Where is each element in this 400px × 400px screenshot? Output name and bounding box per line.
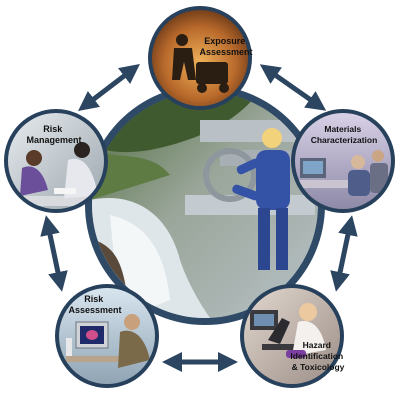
node-risk-assessment: Risk Assessment [55, 284, 159, 388]
node-materials-characterization: Materials Characterization [291, 109, 395, 213]
computer-workstation-icon [66, 314, 150, 368]
worker-with-machine-icon [172, 34, 229, 93]
meeting-people-icon [14, 142, 104, 206]
label-line: Exposure [204, 36, 245, 46]
arrow-exposure-materials [259, 64, 327, 111]
node-label: Materials Characterization [311, 124, 378, 145]
arrow-materials-hazard [330, 215, 358, 292]
label-line: Hazard [303, 340, 331, 350]
node-label: Hazard Identification & Toxicology [290, 340, 345, 372]
scientist-microscope-icon [250, 303, 326, 358]
arrow-riskassessment-riskmanagement [40, 215, 68, 292]
label-line: Assessment [199, 47, 252, 57]
label-line: Identification [290, 351, 343, 361]
node-risk-management: Risk Management [4, 109, 108, 213]
node-label: Risk Assessment [68, 294, 121, 315]
label-line: & Toxicology [292, 362, 345, 372]
label-line: Risk [84, 294, 104, 304]
label-line: Assessment [68, 305, 121, 315]
node-exposure-assessment: Exposure Assessment [148, 6, 253, 110]
node-label: Exposure Assessment [199, 36, 252, 57]
node-label: Risk Management [26, 124, 81, 145]
arrow-riskmanagement-exposure [78, 63, 140, 112]
label-line: Characterization [311, 135, 378, 145]
label-line: Management [26, 135, 81, 145]
label-line: Risk [43, 124, 63, 134]
label-line: Materials [324, 124, 361, 134]
cycle-arrows [40, 63, 358, 372]
node-hazard-identification: Hazard Identification & Toxicology [240, 284, 345, 388]
lab-microscope-icon [296, 150, 388, 196]
worker-figure [232, 128, 290, 270]
